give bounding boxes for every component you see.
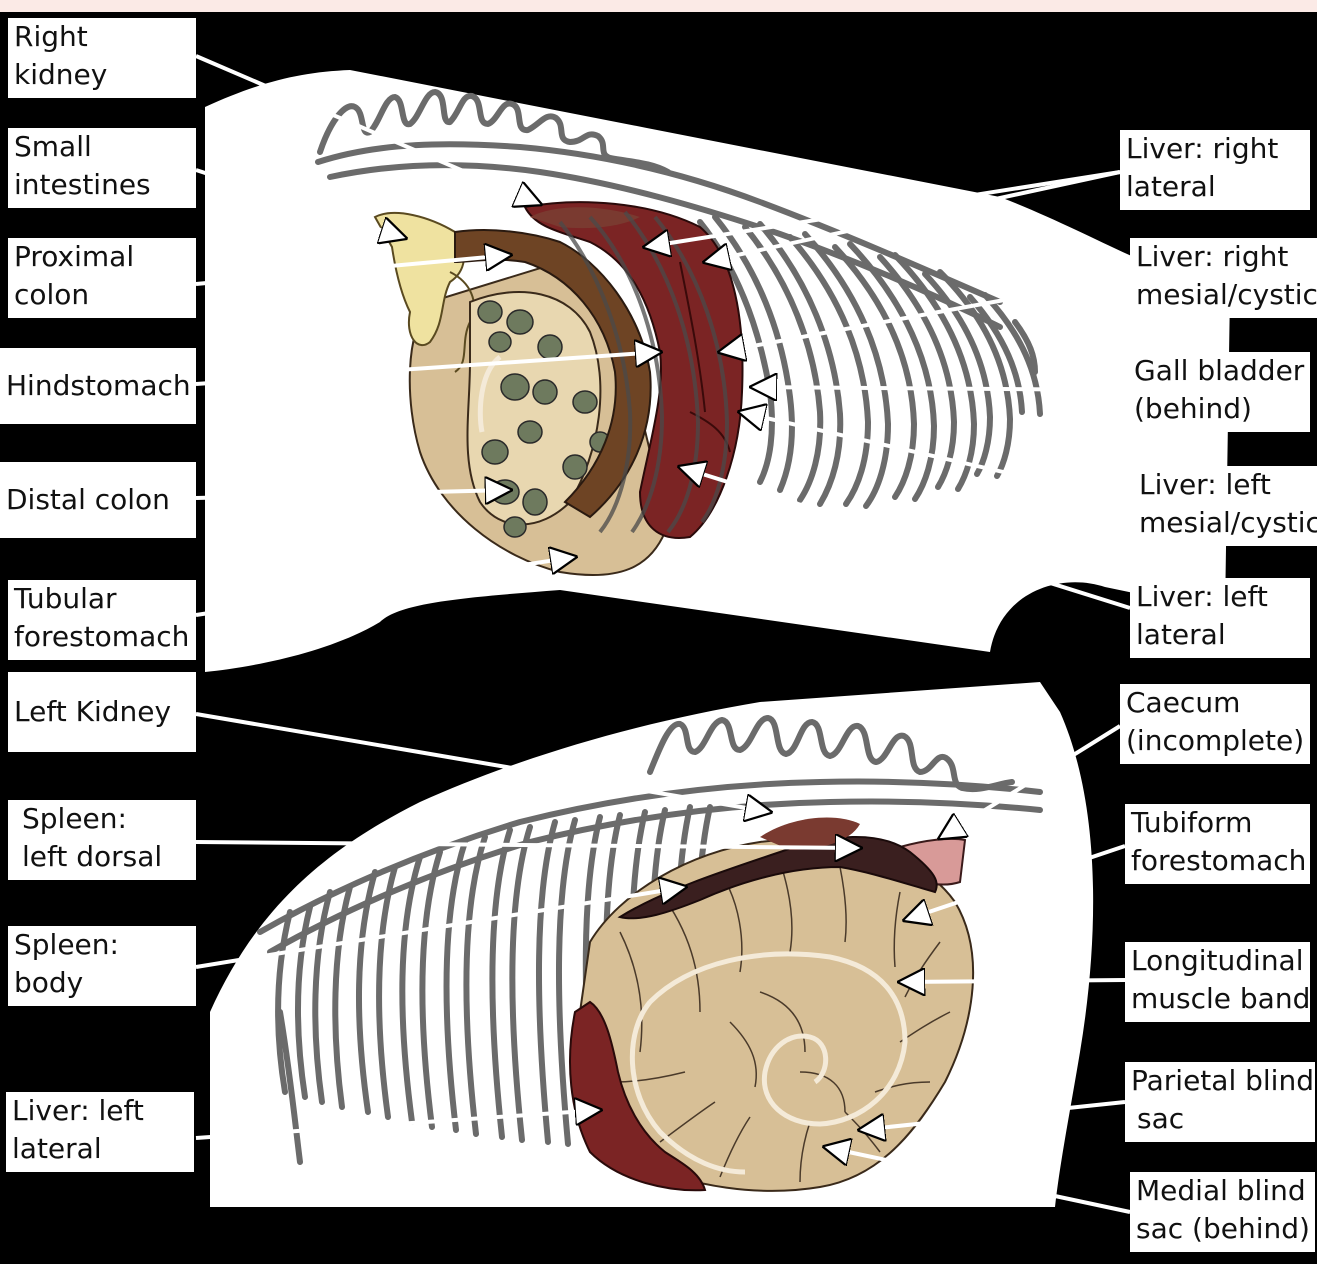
label-spleen-left-dorsal: Spleen:left dorsal — [8, 800, 196, 880]
label-caecum: Caecum(incomplete) — [1120, 684, 1310, 764]
label-distal-colon: Distal colon — [0, 462, 196, 538]
label-left-kidney: Left Kidney — [8, 672, 196, 752]
label-hindstomach: Hindstomach — [0, 348, 196, 424]
label-gall-bladder: Gall bladder(behind) — [1128, 352, 1310, 432]
label-spleen-body: Spleen:body — [8, 926, 196, 1006]
